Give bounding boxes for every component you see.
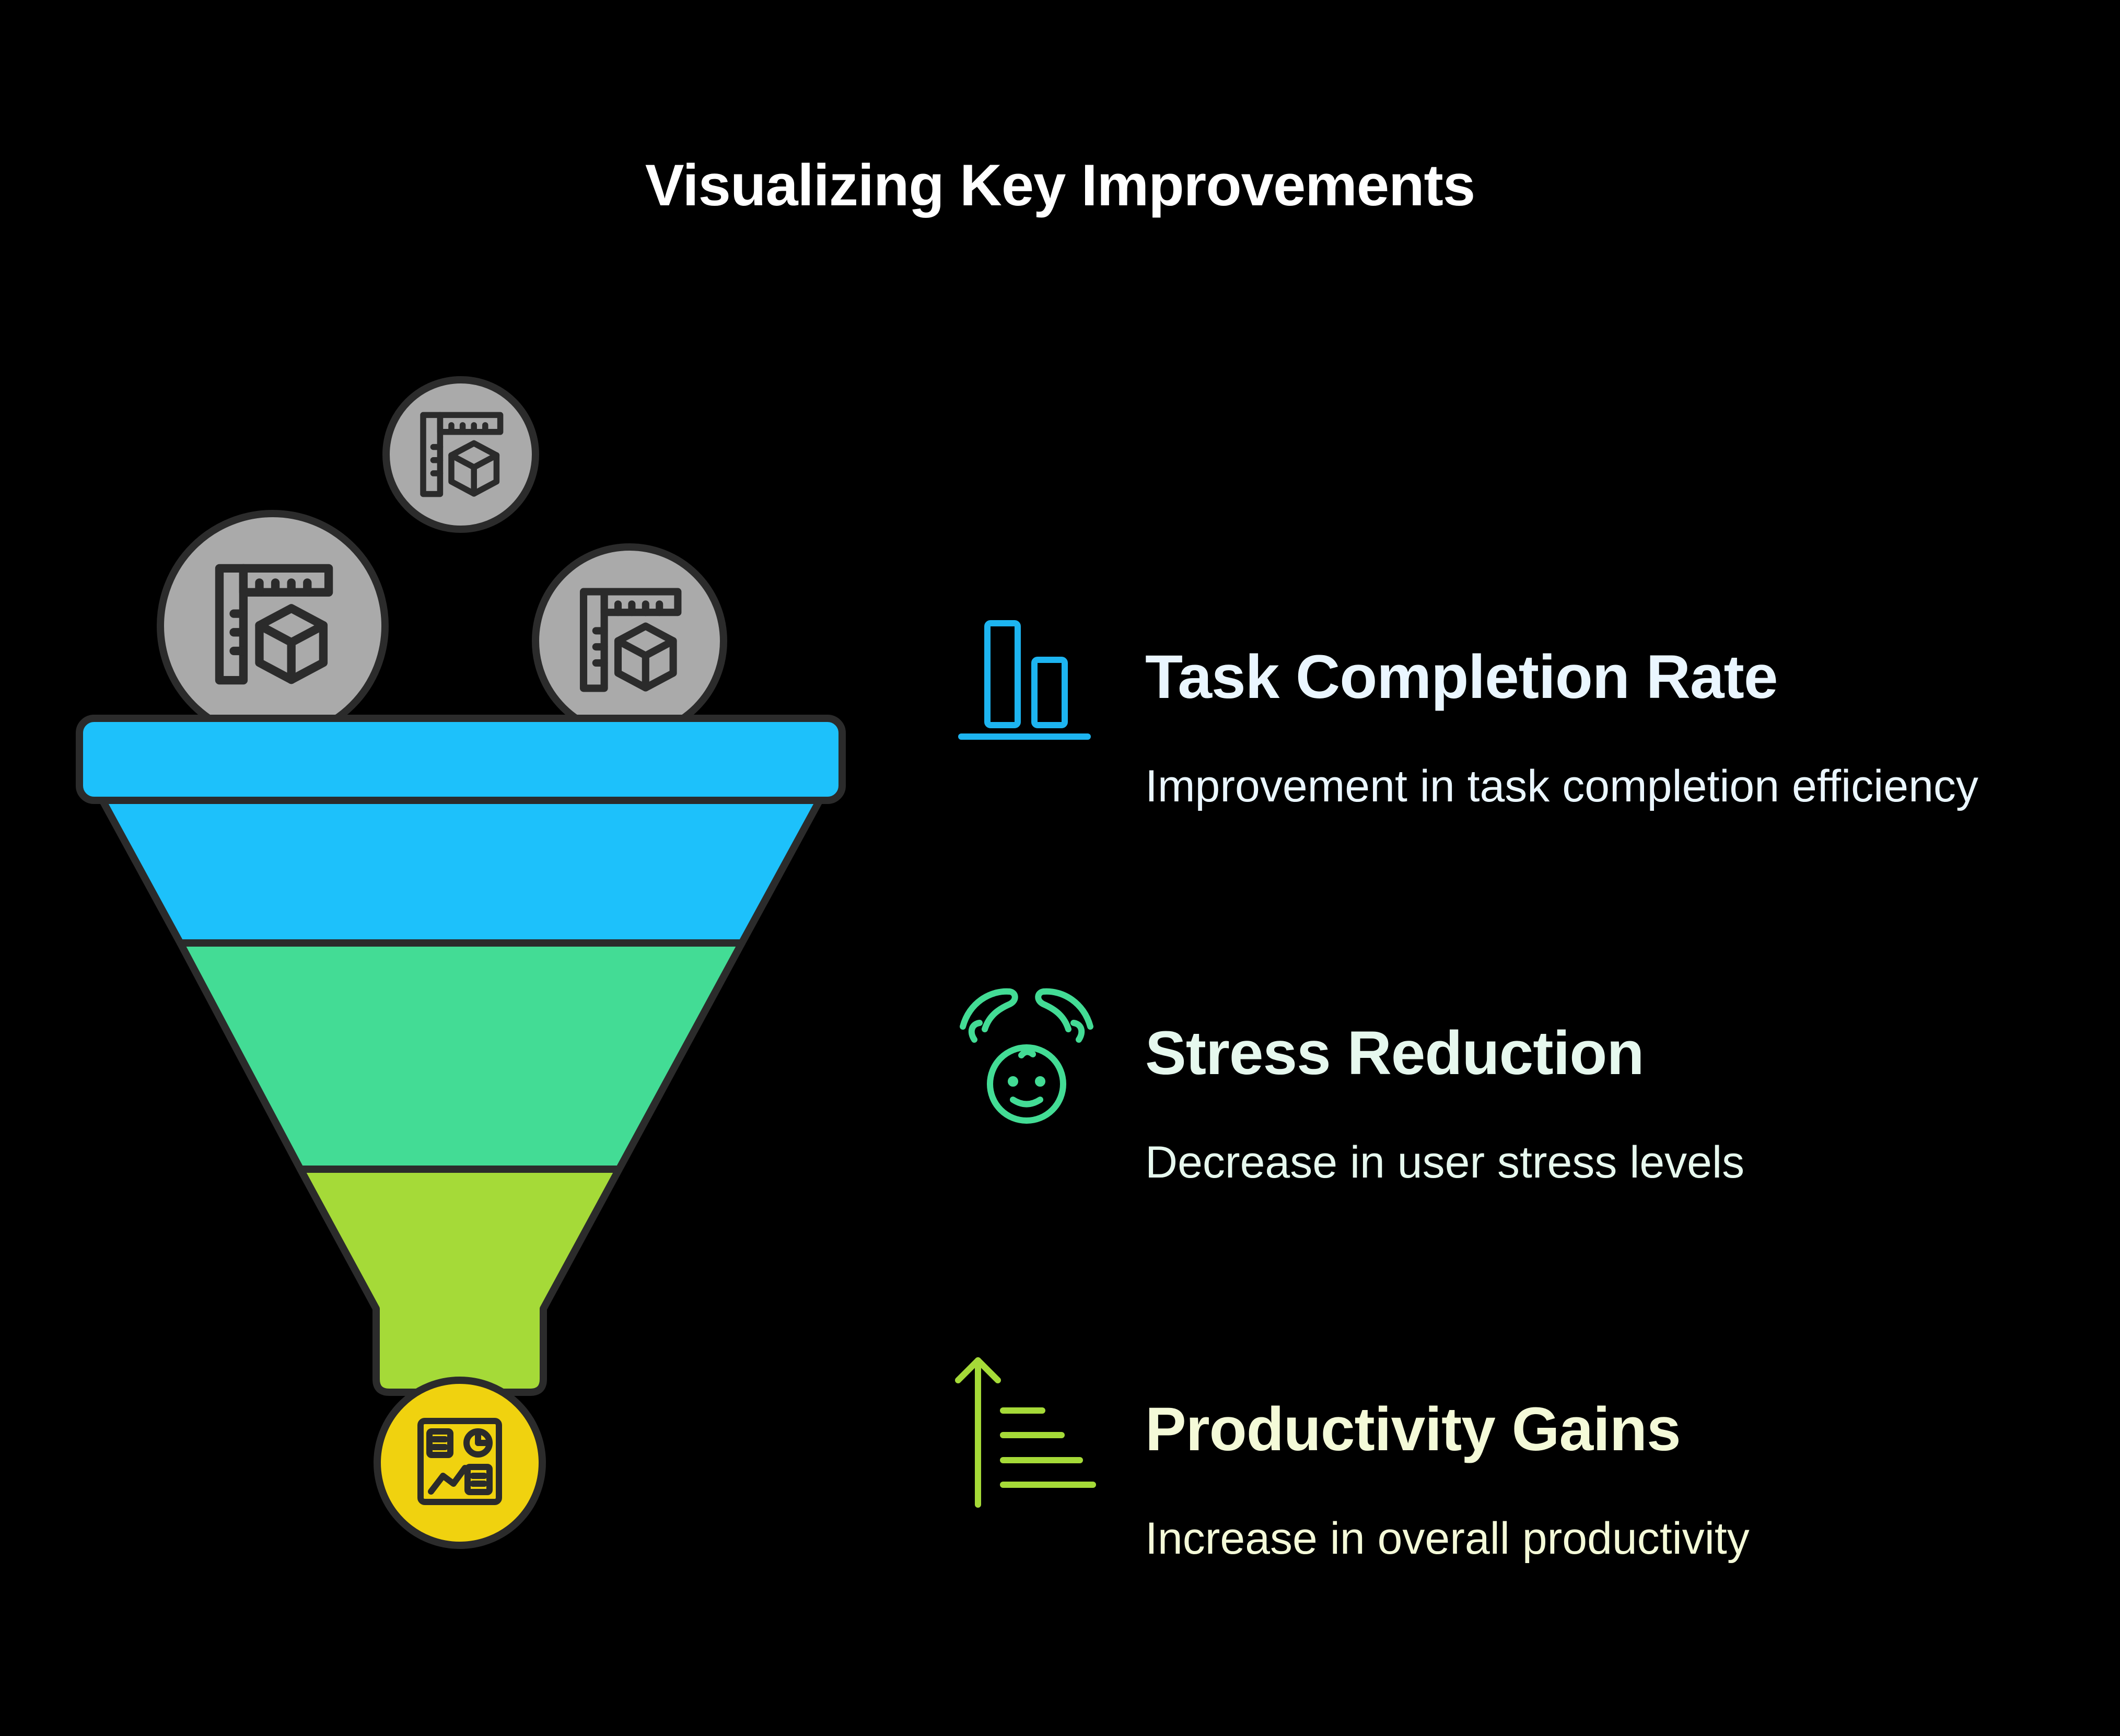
funnel-segment-bottom — [297, 1166, 623, 1396]
funnel-rim — [76, 715, 846, 804]
item-productivity-gains: Productivity Gains Increase in overall p… — [1145, 1394, 2106, 1565]
item-stress-reduction: Stress Reduction Decrease in user stress… — [1145, 1018, 2106, 1189]
item-title: Task Completion Rate — [1145, 643, 1778, 712]
input-circle-right — [532, 543, 727, 739]
diagram-title: Visualizing Key Improvements — [645, 153, 1475, 218]
calm-face-hands-icon — [960, 988, 1093, 1124]
item-title: Stress Reduction — [1145, 1019, 1644, 1088]
input-circle-top — [382, 376, 539, 533]
item-description: Decrease in user stress levels — [1145, 1137, 1745, 1187]
output-circle — [374, 1377, 546, 1549]
bar-chart-icon — [958, 620, 1091, 740]
input-circle-left — [157, 510, 389, 742]
item-description: Improvement in task completion efficienc… — [1145, 761, 1978, 811]
growth-lines-icon — [955, 1357, 1096, 1508]
funnel-segment-top — [98, 796, 824, 947]
item-title: Productivity Gains — [1145, 1395, 1681, 1464]
item-description: Increase in overall productivity — [1145, 1513, 1750, 1564]
item-task-completion: Task Completion Rate Improvement in task… — [1145, 642, 2106, 812]
funnel-segment-middle — [177, 939, 746, 1173]
dashboard-icon — [417, 1418, 502, 1505]
